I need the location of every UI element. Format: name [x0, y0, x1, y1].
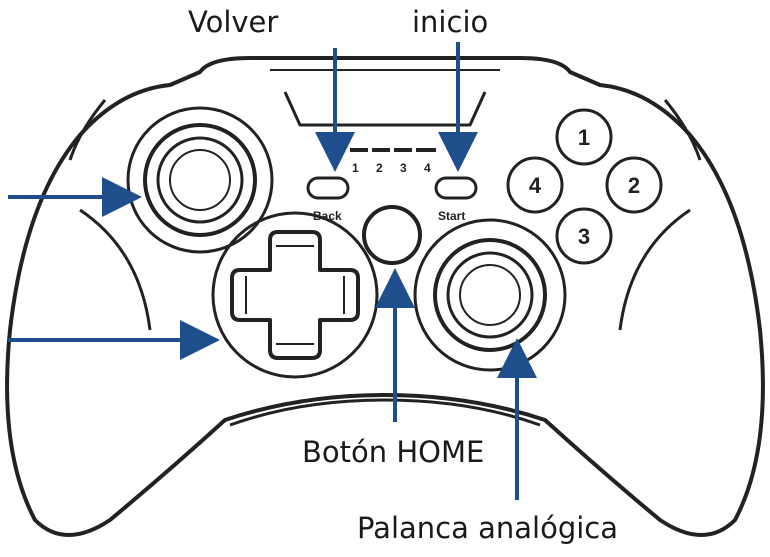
- home-callout-label: Botón HOME: [302, 435, 484, 469]
- face-button-2-label: 2: [628, 173, 640, 198]
- led-number-4: 4: [424, 161, 431, 175]
- face-button-1[interactable]: [555, 108, 613, 166]
- dpad: [211, 211, 379, 379]
- back-callout-label: Volver: [188, 5, 278, 39]
- start-button[interactable]: [434, 176, 478, 200]
- led-number-3: 3: [400, 161, 407, 175]
- face-button-3[interactable]: [555, 207, 613, 265]
- back-button-label: Back: [313, 209, 342, 223]
- face-button-4[interactable]: [506, 156, 564, 214]
- home-button[interactable]: [362, 205, 422, 265]
- face-button-4-label: 4: [529, 173, 542, 198]
- face-button-3-label: 3: [578, 224, 590, 249]
- controller-body: [5, 56, 765, 537]
- led-number-1: 1: [352, 161, 359, 175]
- start-button-label: Start: [438, 209, 465, 223]
- left-analog-stick: [126, 106, 274, 254]
- led-number-2: 2: [376, 161, 383, 175]
- face-button-2[interactable]: [605, 156, 663, 214]
- stick-callout-label: Palanca analógica: [357, 511, 618, 545]
- start-callout-label: inicio: [412, 5, 488, 39]
- right-analog-stick: [413, 218, 567, 372]
- back-button[interactable]: [306, 176, 350, 200]
- face-button-1-label: 1: [578, 125, 590, 150]
